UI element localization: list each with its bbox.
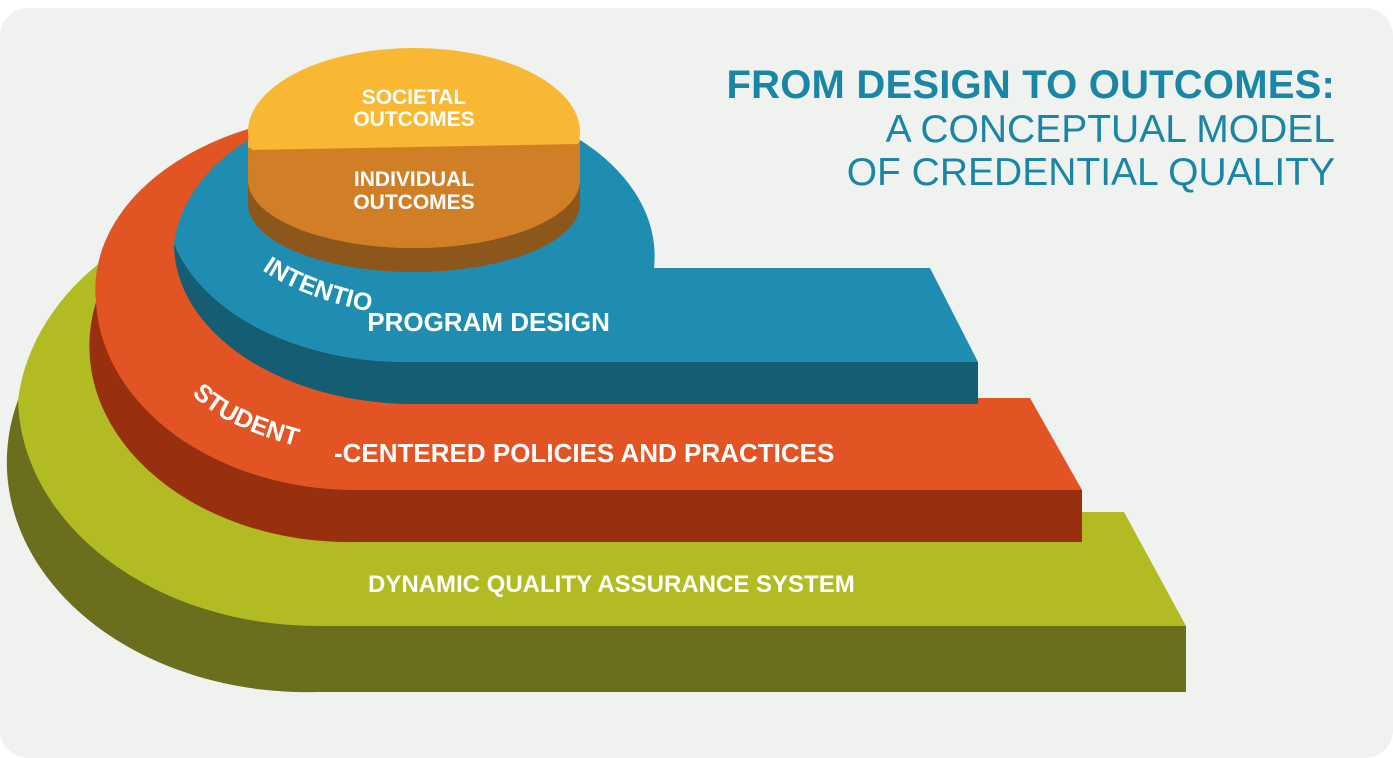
individual-outcomes-band [248, 144, 580, 248]
diagram-title-block: FROM DESIGN TO OUTCOMES: A CONCEPTUAL MO… [726, 62, 1335, 194]
quality-assurance-label: DYNAMIC QUALITY ASSURANCE SYSTEM [368, 571, 855, 598]
diagram-subtitle-line-1: A CONCEPTUAL MODEL [885, 108, 1335, 151]
societal-outcomes-label-2: OUTCOMES [353, 108, 474, 131]
diagram-subtitle-line-2: OF CREDENTIAL QUALITY [846, 151, 1335, 194]
outcomes-disc [247, 48, 580, 272]
individual-outcomes-label-2: OUTCOMES [353, 191, 474, 214]
policies-label-rest: -CENTERED POLICIES AND PRACTICES [334, 438, 834, 468]
diagram-title: FROM DESIGN TO OUTCOMES: [726, 63, 1335, 107]
individual-outcomes-label-1: INDIVIDUAL [354, 168, 474, 191]
societal-outcomes-label-1: SOCIETAL [362, 86, 467, 109]
program-design-label-rest: PROGRAM DESIGN [360, 307, 610, 337]
